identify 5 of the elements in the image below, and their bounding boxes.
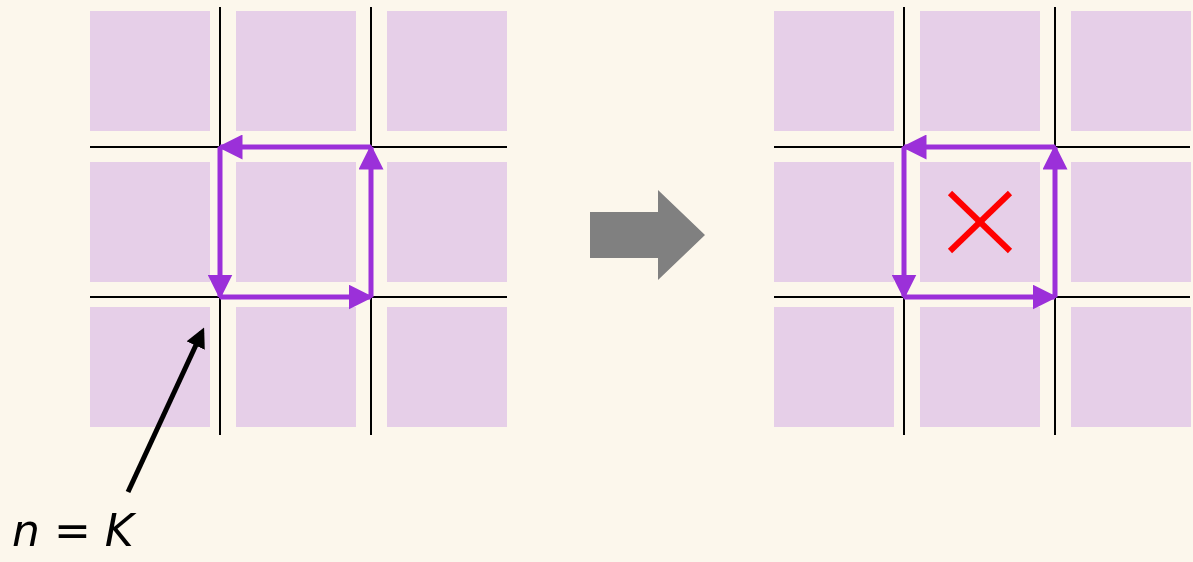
lattice-drawing [774, 7, 1190, 435]
lattice-drawing [90, 7, 507, 435]
math-label: n = K [12, 505, 134, 556]
leader-arrow [125, 327, 205, 494]
block-arrow [590, 190, 705, 280]
